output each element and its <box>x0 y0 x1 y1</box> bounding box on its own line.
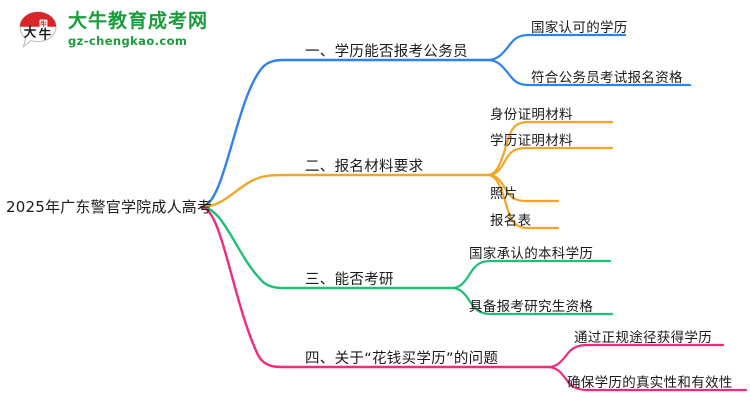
site-logo[interactable]: 牛 大 牛 大牛教育成考网 gz-chengkao.com <box>12 6 252 58</box>
svg-text:大: 大 <box>24 25 37 40</box>
svg-text:牛: 牛 <box>40 19 47 28</box>
branch-3-links <box>199 205 614 316</box>
branch-4-links <box>199 205 748 392</box>
leaf-node-1-2[interactable]: 符合公务员考试报名资格 <box>531 70 683 86</box>
svg-text:牛: 牛 <box>39 27 52 42</box>
root-node[interactable]: 2025年广东警官学院成人高考 <box>6 198 213 216</box>
leaf-node-4-2[interactable]: 确保学历的真实性和有效性 <box>567 375 733 391</box>
leaf-node-2-2[interactable]: 学历证明材料 <box>490 133 573 149</box>
leaf-node-3-1[interactable]: 国家承认的本科学历 <box>469 246 594 262</box>
leaf-node-3-2[interactable]: 具备报考研究生资格 <box>469 299 594 315</box>
brand-url: gz-chengkao.com <box>68 34 188 48</box>
branch-node-1[interactable]: 一、学历能否报考公务员 <box>305 44 468 60</box>
branch-node-2[interactable]: 二、报名材料要求 <box>305 159 424 175</box>
branch-1-links <box>199 33 692 209</box>
speech-bubble-logo-icon: 牛 大 牛 <box>19 11 57 48</box>
leaf-node-2-4[interactable]: 报名表 <box>490 213 532 229</box>
leaf-node-2-3[interactable]: 照片 <box>490 186 518 202</box>
brand-text-block: 大牛教育成考网 gz-chengkao.com <box>68 10 248 49</box>
brand-name-cn: 大牛教育成考网 <box>68 10 209 32</box>
branch-node-4[interactable]: 四、关于“花钱买学历”的问题 <box>305 351 499 367</box>
leaf-node-4-1[interactable]: 通过正规途径获得学历 <box>574 330 712 346</box>
leaf-node-2-1[interactable]: 身份证明材料 <box>490 107 573 123</box>
leaf-node-1-1[interactable]: 国家认可的学历 <box>531 20 628 36</box>
branch-node-3[interactable]: 三、能否考研 <box>305 272 394 288</box>
branch-2-links <box>199 120 614 230</box>
